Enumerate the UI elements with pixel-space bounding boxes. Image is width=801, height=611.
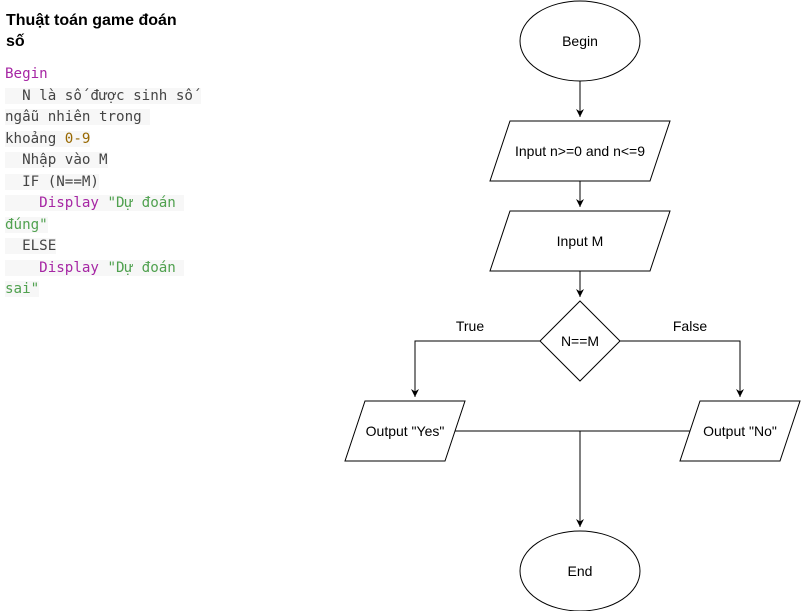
output-yes-node xyxy=(344,400,466,462)
decision-label: N==M xyxy=(561,333,599,349)
code-begin: Begin xyxy=(5,66,48,82)
code-line-input: Nhập vào M xyxy=(5,152,108,168)
begin-node xyxy=(519,0,641,82)
output-no-node xyxy=(679,400,801,462)
input-n-label: Input n>=0 and n<=9 xyxy=(515,143,645,159)
input-m-label: Input M xyxy=(557,233,604,249)
true-label: True xyxy=(456,318,484,334)
code-line-n: N là số được sinh số ngẫu nhiên trong kh… xyxy=(5,87,202,147)
page-title: Thuật toán game đoán số xyxy=(6,12,177,50)
edge-decision-true xyxy=(411,340,540,397)
output-no-label: Output "No" xyxy=(703,423,777,439)
pseudocode-block: Begin N là số được sinh số ngẫu nhiên tr… xyxy=(5,64,202,301)
begin-label: Begin xyxy=(562,33,598,49)
false-label: False xyxy=(673,318,707,334)
code-line-else: ELSE xyxy=(5,238,57,254)
end-label: End xyxy=(568,563,593,579)
input-m-node xyxy=(489,210,671,272)
edge-decision-false xyxy=(620,340,744,397)
code-range: 0-9 xyxy=(64,130,91,147)
output-yes-label: Output "Yes" xyxy=(366,423,445,439)
code-line-if: IF (N==M) xyxy=(5,173,99,190)
end-node xyxy=(519,530,641,611)
input-n-node xyxy=(489,120,671,182)
decision-node xyxy=(539,300,621,382)
